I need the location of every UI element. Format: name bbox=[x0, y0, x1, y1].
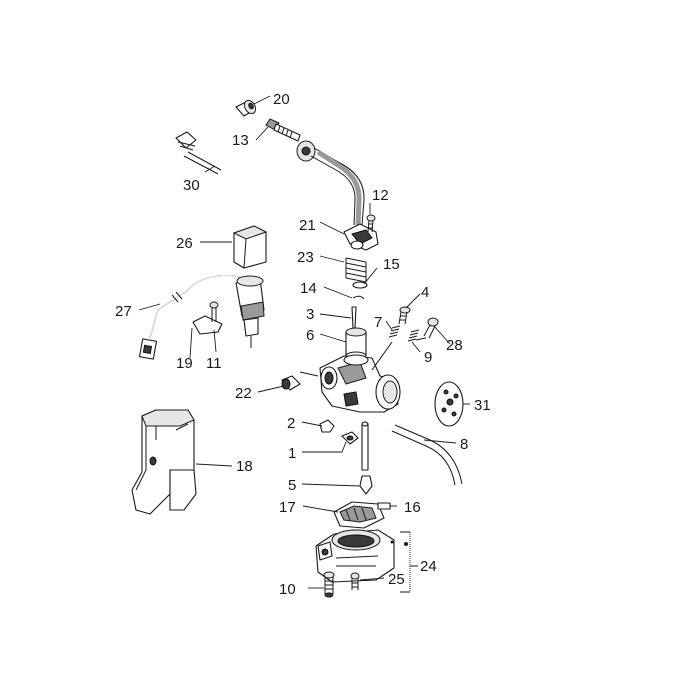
part-14-clip bbox=[352, 295, 365, 300]
leader-lines bbox=[138, 95, 470, 593]
label-part-17: 17 bbox=[279, 499, 296, 516]
part-3-needle bbox=[351, 306, 357, 329]
part-5-needle bbox=[359, 421, 373, 495]
part-13-screw bbox=[265, 118, 316, 162]
label-part-24: 24 bbox=[420, 558, 437, 575]
label-part-25: 25 bbox=[388, 571, 405, 588]
label-part-16: 16 bbox=[404, 499, 421, 516]
part-30-cable bbox=[175, 131, 222, 175]
part-9-spring bbox=[407, 329, 420, 342]
label-part-7: 7 bbox=[374, 314, 382, 331]
part-number-labels: 20 13 30 12 21 26 23 15 14 4 27 3 7 6 28… bbox=[115, 91, 491, 598]
part-21-valve bbox=[343, 223, 379, 251]
part-15-washer bbox=[352, 281, 368, 289]
label-part-18: 18 bbox=[236, 458, 253, 475]
carburetor-body bbox=[299, 341, 401, 413]
part-22-plug bbox=[281, 375, 301, 391]
part-11-clip bbox=[192, 301, 223, 335]
part-27-thermostarter bbox=[138, 275, 265, 360]
label-part-4: 4 bbox=[421, 284, 429, 301]
part-20-fitting bbox=[235, 99, 257, 117]
part-12-screw bbox=[366, 214, 376, 233]
label-part-30: 30 bbox=[183, 177, 200, 194]
part-2-nut bbox=[319, 419, 335, 433]
label-part-19: 19 bbox=[176, 355, 193, 372]
label-part-27: 27 bbox=[115, 303, 132, 320]
part-7-spring bbox=[388, 325, 401, 338]
label-part-26: 26 bbox=[176, 235, 193, 252]
label-part-13: 13 bbox=[232, 132, 249, 149]
part-16-pin bbox=[377, 502, 391, 510]
part-31-gasket bbox=[434, 381, 464, 427]
label-part-23: 23 bbox=[297, 249, 314, 266]
part-28-screw bbox=[423, 317, 439, 339]
part-10-screw bbox=[323, 571, 335, 598]
label-part-20: 20 bbox=[273, 91, 290, 108]
label-part-8: 8 bbox=[460, 436, 468, 453]
label-part-1: 1 bbox=[288, 445, 296, 462]
part-26-cap bbox=[232, 225, 268, 269]
part-4-screw bbox=[398, 306, 411, 325]
label-part-3: 3 bbox=[306, 306, 314, 323]
label-part-6: 6 bbox=[306, 327, 314, 344]
part-1-jet bbox=[341, 431, 359, 445]
part-18-cover bbox=[131, 409, 197, 515]
label-part-10: 10 bbox=[279, 581, 296, 598]
label-part-9: 9 bbox=[424, 349, 432, 366]
label-part-5: 5 bbox=[288, 477, 296, 494]
label-part-15: 15 bbox=[383, 256, 400, 273]
fuel-pipe bbox=[310, 147, 365, 226]
label-part-12: 12 bbox=[372, 187, 389, 204]
label-part-28: 28 bbox=[446, 337, 463, 354]
label-part-14: 14 bbox=[300, 280, 317, 297]
part-8-tube bbox=[391, 424, 463, 486]
part-17-float bbox=[333, 501, 385, 529]
label-part-22: 22 bbox=[235, 385, 252, 402]
part-25-screw bbox=[350, 572, 360, 590]
label-part-2: 2 bbox=[287, 415, 295, 432]
part-24-bowl bbox=[315, 529, 395, 583]
label-part-31: 31 bbox=[474, 397, 491, 414]
label-part-21: 21 bbox=[299, 217, 316, 234]
label-part-11: 11 bbox=[206, 355, 222, 372]
part-23-spring bbox=[345, 257, 367, 283]
